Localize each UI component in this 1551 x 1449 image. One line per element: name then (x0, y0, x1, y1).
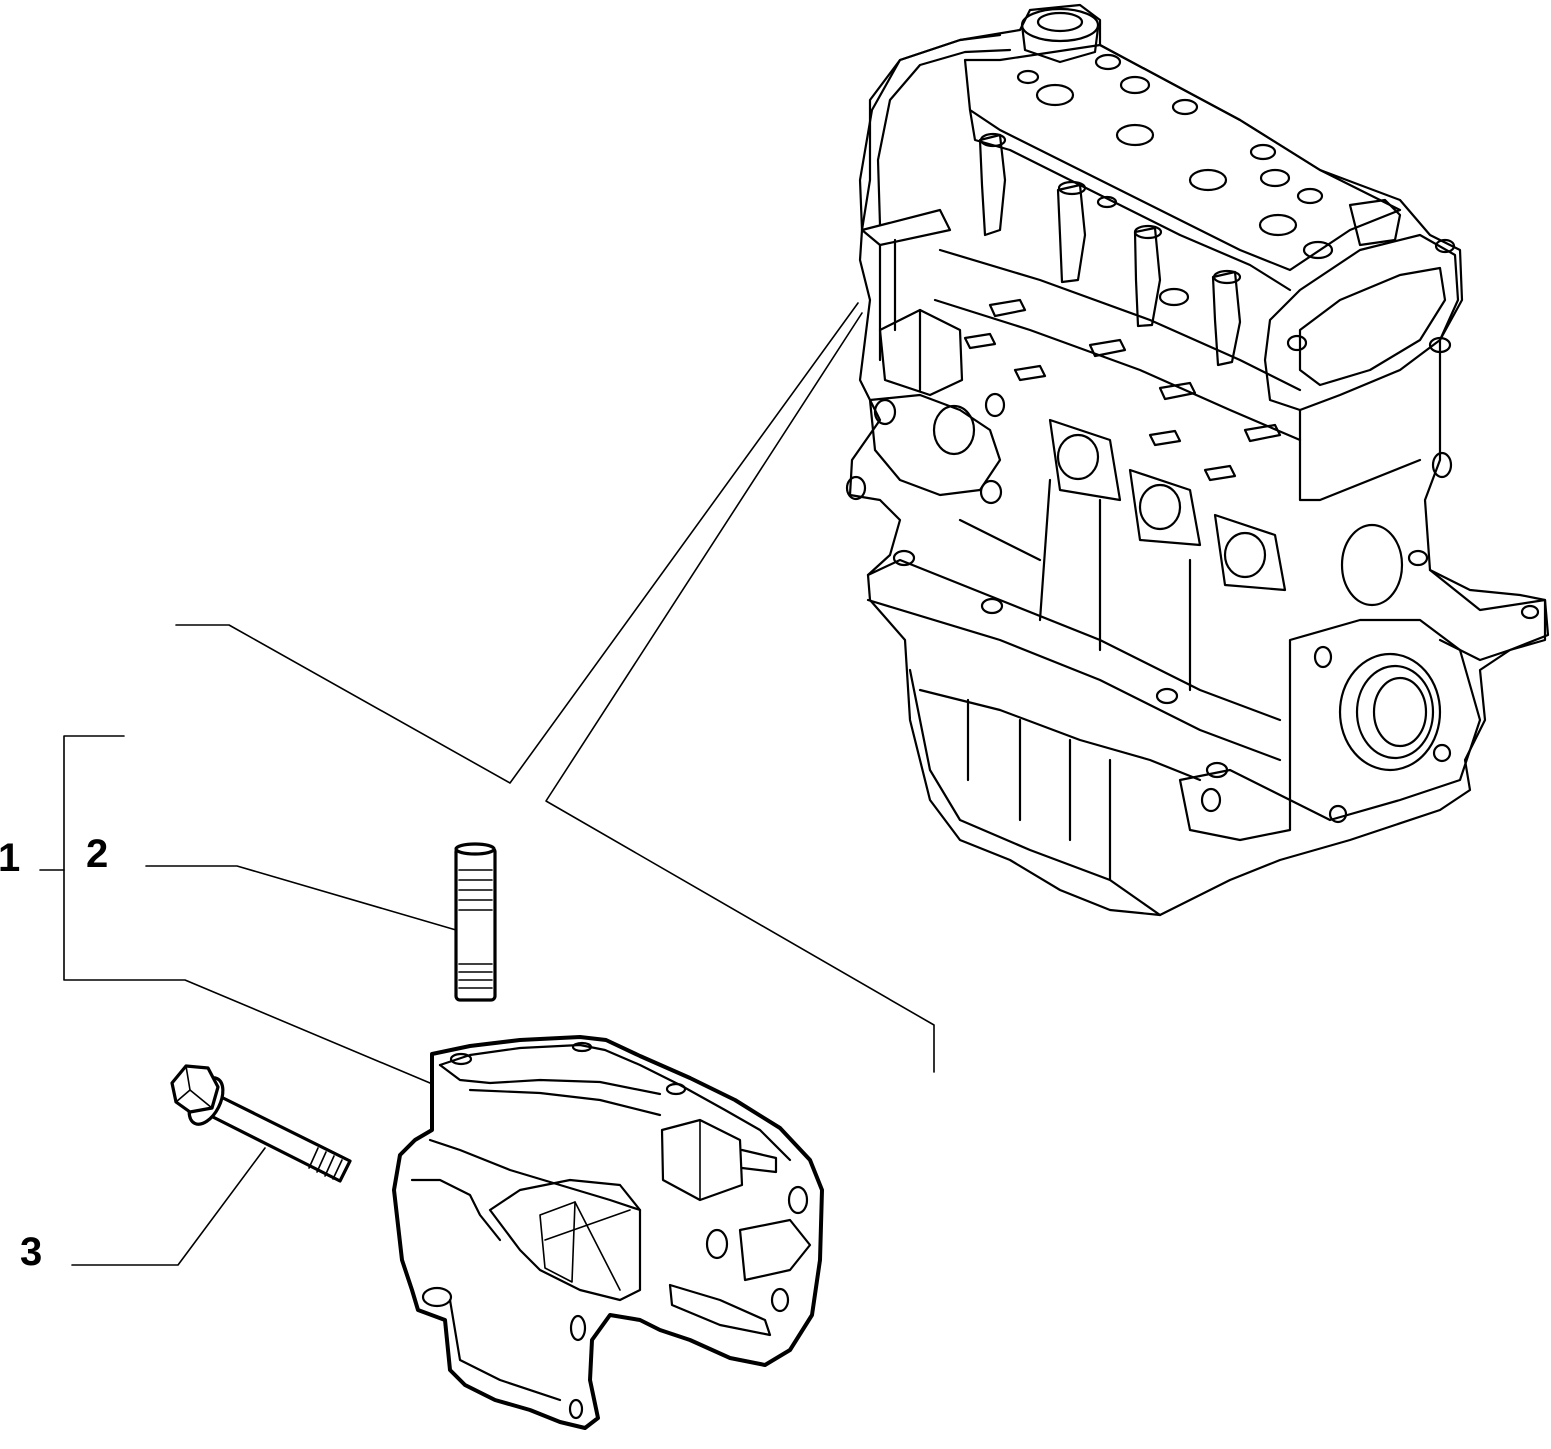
callout-2-label: 2 (86, 832, 109, 876)
stud-part (454, 842, 497, 1002)
projection-line-upper (175, 302, 859, 784)
callout-2-leader (145, 865, 457, 931)
callout-3-label: 3 (20, 1230, 43, 1274)
projection-line-lower (545, 312, 935, 1073)
callout-1-label: 1 (0, 836, 21, 880)
bolt-part (170, 1064, 352, 1183)
engine-assembly (845, 3, 1550, 917)
leader-lines (39, 302, 935, 1266)
callout-1-bracket (63, 735, 431, 1084)
support-bracket-part (392, 1035, 824, 1430)
callout-3-leader (71, 1147, 266, 1266)
